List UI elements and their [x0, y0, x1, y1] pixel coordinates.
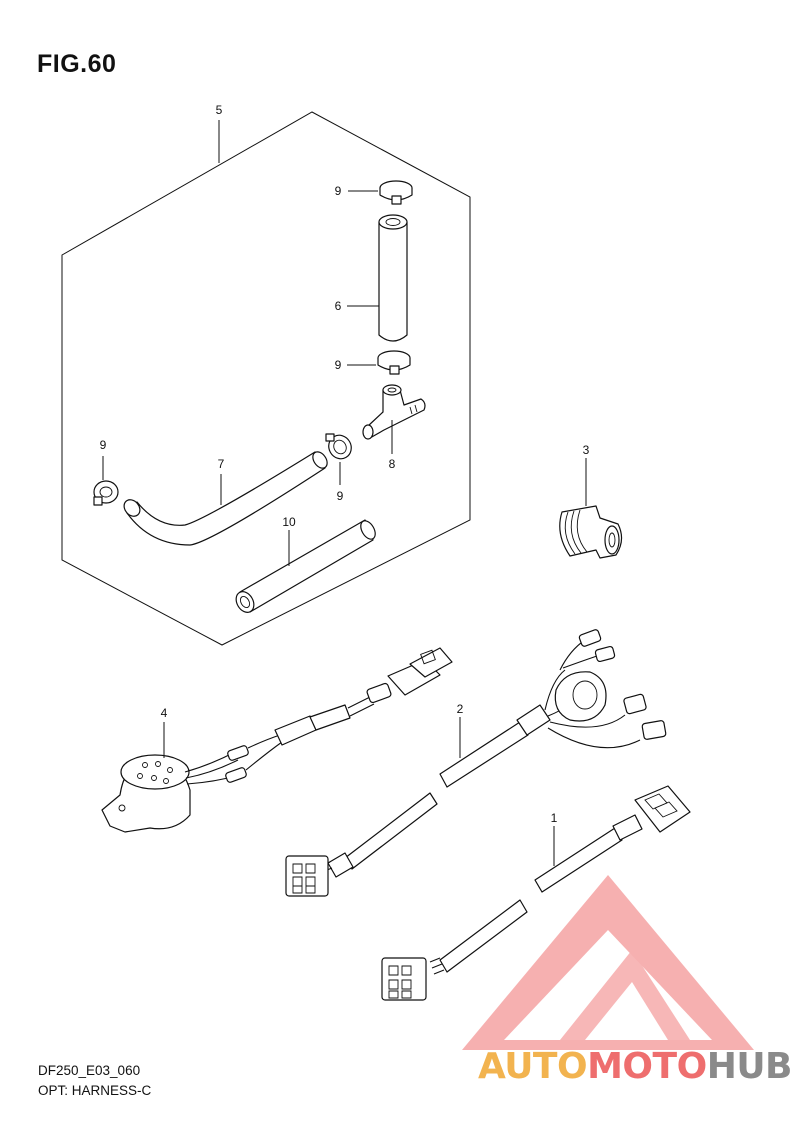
hose-clamp-middle [377, 350, 411, 375]
callout-5: 5 [216, 103, 223, 117]
watermark-hub: HUB [706, 1046, 793, 1087]
watermark-brand: AUTOMOTOHUB [477, 1046, 793, 1087]
fitting-3 [559, 505, 623, 559]
callout-7: 7 [218, 457, 225, 471]
callout-9-top: 9 [335, 184, 342, 198]
callout-9-middle: 9 [335, 358, 342, 372]
harness-1 [381, 785, 691, 1001]
hose-clamp-left [93, 480, 119, 506]
hose-clamp-side [325, 433, 352, 460]
t-joint-8 [362, 384, 426, 440]
watermark-auto: AUTO [477, 1046, 588, 1087]
callout-9-left: 9 [100, 438, 107, 452]
figure-title: FIG.60 [37, 50, 117, 78]
callout-6: 6 [335, 299, 342, 313]
diagram-subtitle: OPT: HARNESS-C [38, 1083, 152, 1098]
callout-10: 10 [282, 515, 296, 529]
hose-clamp-top [379, 180, 413, 205]
callout-4: 4 [161, 706, 168, 720]
callout-9-side: 9 [337, 489, 344, 503]
kit-outline [61, 111, 471, 646]
harness-2 [285, 629, 667, 897]
watermark-logo [462, 875, 754, 1050]
hose-6 [378, 214, 408, 342]
diagram-code: DF250_E03_060 [38, 1063, 141, 1078]
callout-1: 1 [551, 811, 558, 825]
hose-7 [123, 451, 328, 546]
callout-2: 2 [457, 702, 464, 716]
hose-10 [235, 519, 376, 613]
watermark-moto: MOTO [587, 1046, 707, 1087]
callout-3: 3 [583, 443, 590, 457]
sensor-harness-4 [101, 647, 453, 833]
callout-8: 8 [389, 457, 396, 471]
